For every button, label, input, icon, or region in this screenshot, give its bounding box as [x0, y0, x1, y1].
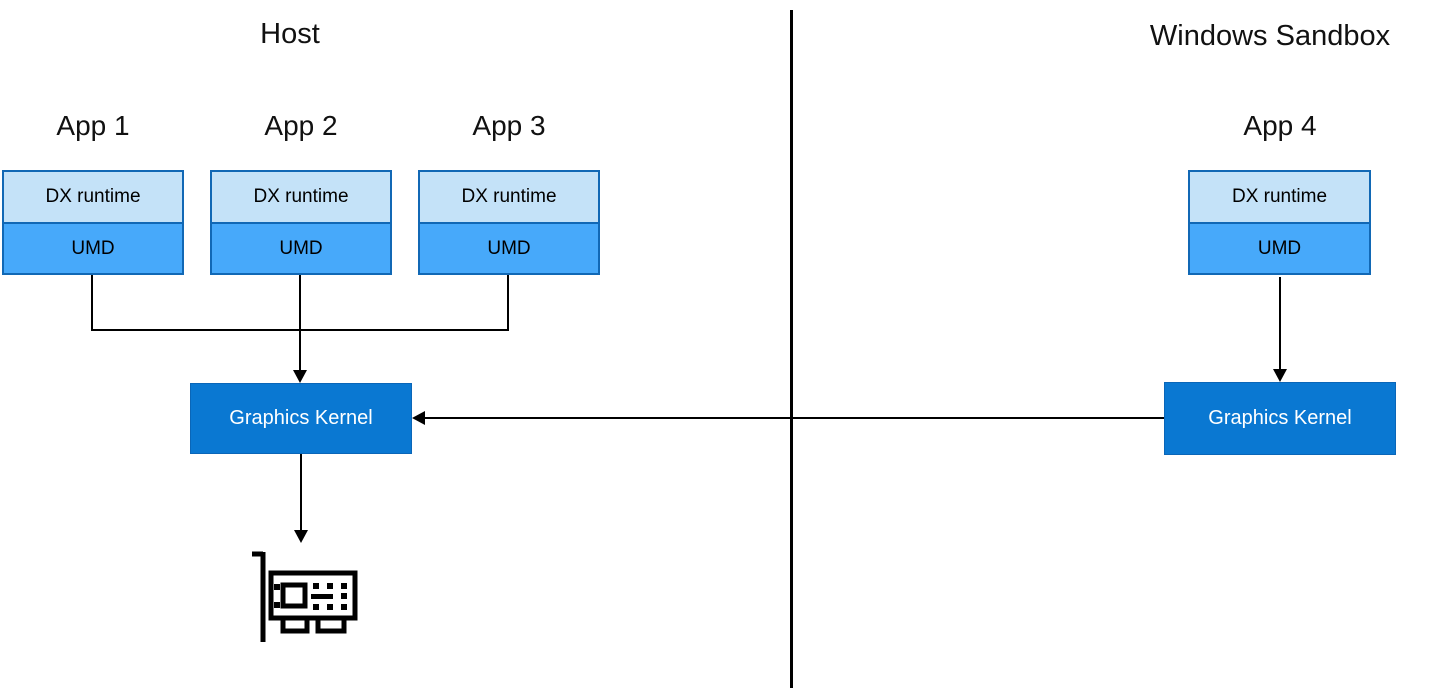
connector-sandbox-kernel-to-host-kernel: [424, 417, 1164, 419]
gpu-connector-tab-1: [280, 615, 310, 634]
gpu-dots: [274, 583, 347, 610]
host-sandbox-divider: [790, 10, 793, 688]
arrowhead-into-host-kernel-right: [412, 411, 425, 425]
connector-apps-to-host-kernel: [299, 275, 301, 372]
gpu-body: [268, 570, 358, 621]
connector-app4-to-sandbox-kernel: [1279, 277, 1281, 370]
app4-box: DX runtime UMD: [1188, 170, 1371, 275]
app3-umd-layer: UMD: [420, 224, 598, 273]
app3-dx-runtime-layer: DX runtime: [420, 172, 598, 224]
connector-host-kernel-to-gpu: [300, 454, 302, 531]
app3-box: DX runtime UMD: [418, 170, 600, 275]
host-section-title: Host: [260, 18, 320, 50]
app4-umd-layer: UMD: [1190, 224, 1369, 273]
arrowhead-into-host-kernel: [293, 370, 307, 383]
app1-umd-layer: UMD: [4, 224, 182, 273]
host-graphics-kernel-box: Graphics Kernel: [190, 383, 412, 454]
app4-dx-runtime-layer: DX runtime: [1190, 172, 1369, 224]
sandbox-graphics-kernel-box: Graphics Kernel: [1164, 382, 1396, 455]
gpu-chip: [280, 582, 308, 609]
app2-label: App 2: [264, 110, 338, 141]
app1-label: App 1: [56, 110, 130, 141]
app2-box: DX runtime UMD: [210, 170, 392, 275]
app4-label: App 4: [1243, 110, 1317, 141]
app2-dx-runtime-layer: DX runtime: [212, 172, 390, 224]
sandbox-section-title: Windows Sandbox: [1149, 20, 1391, 52]
app2-umd-layer: UMD: [212, 224, 390, 273]
app3-label: App 3: [472, 110, 546, 141]
arrowhead-into-sandbox-kernel: [1273, 369, 1287, 382]
graphics-card-icon: [252, 551, 358, 642]
app1-box: DX runtime UMD: [2, 170, 184, 275]
connector-app3-to-bus: [507, 275, 509, 331]
connector-app1-to-bus: [91, 275, 93, 331]
app1-dx-runtime-layer: DX runtime: [4, 172, 182, 224]
gpu-connector-tab-2: [315, 615, 347, 634]
arrowhead-into-gpu: [294, 530, 308, 543]
